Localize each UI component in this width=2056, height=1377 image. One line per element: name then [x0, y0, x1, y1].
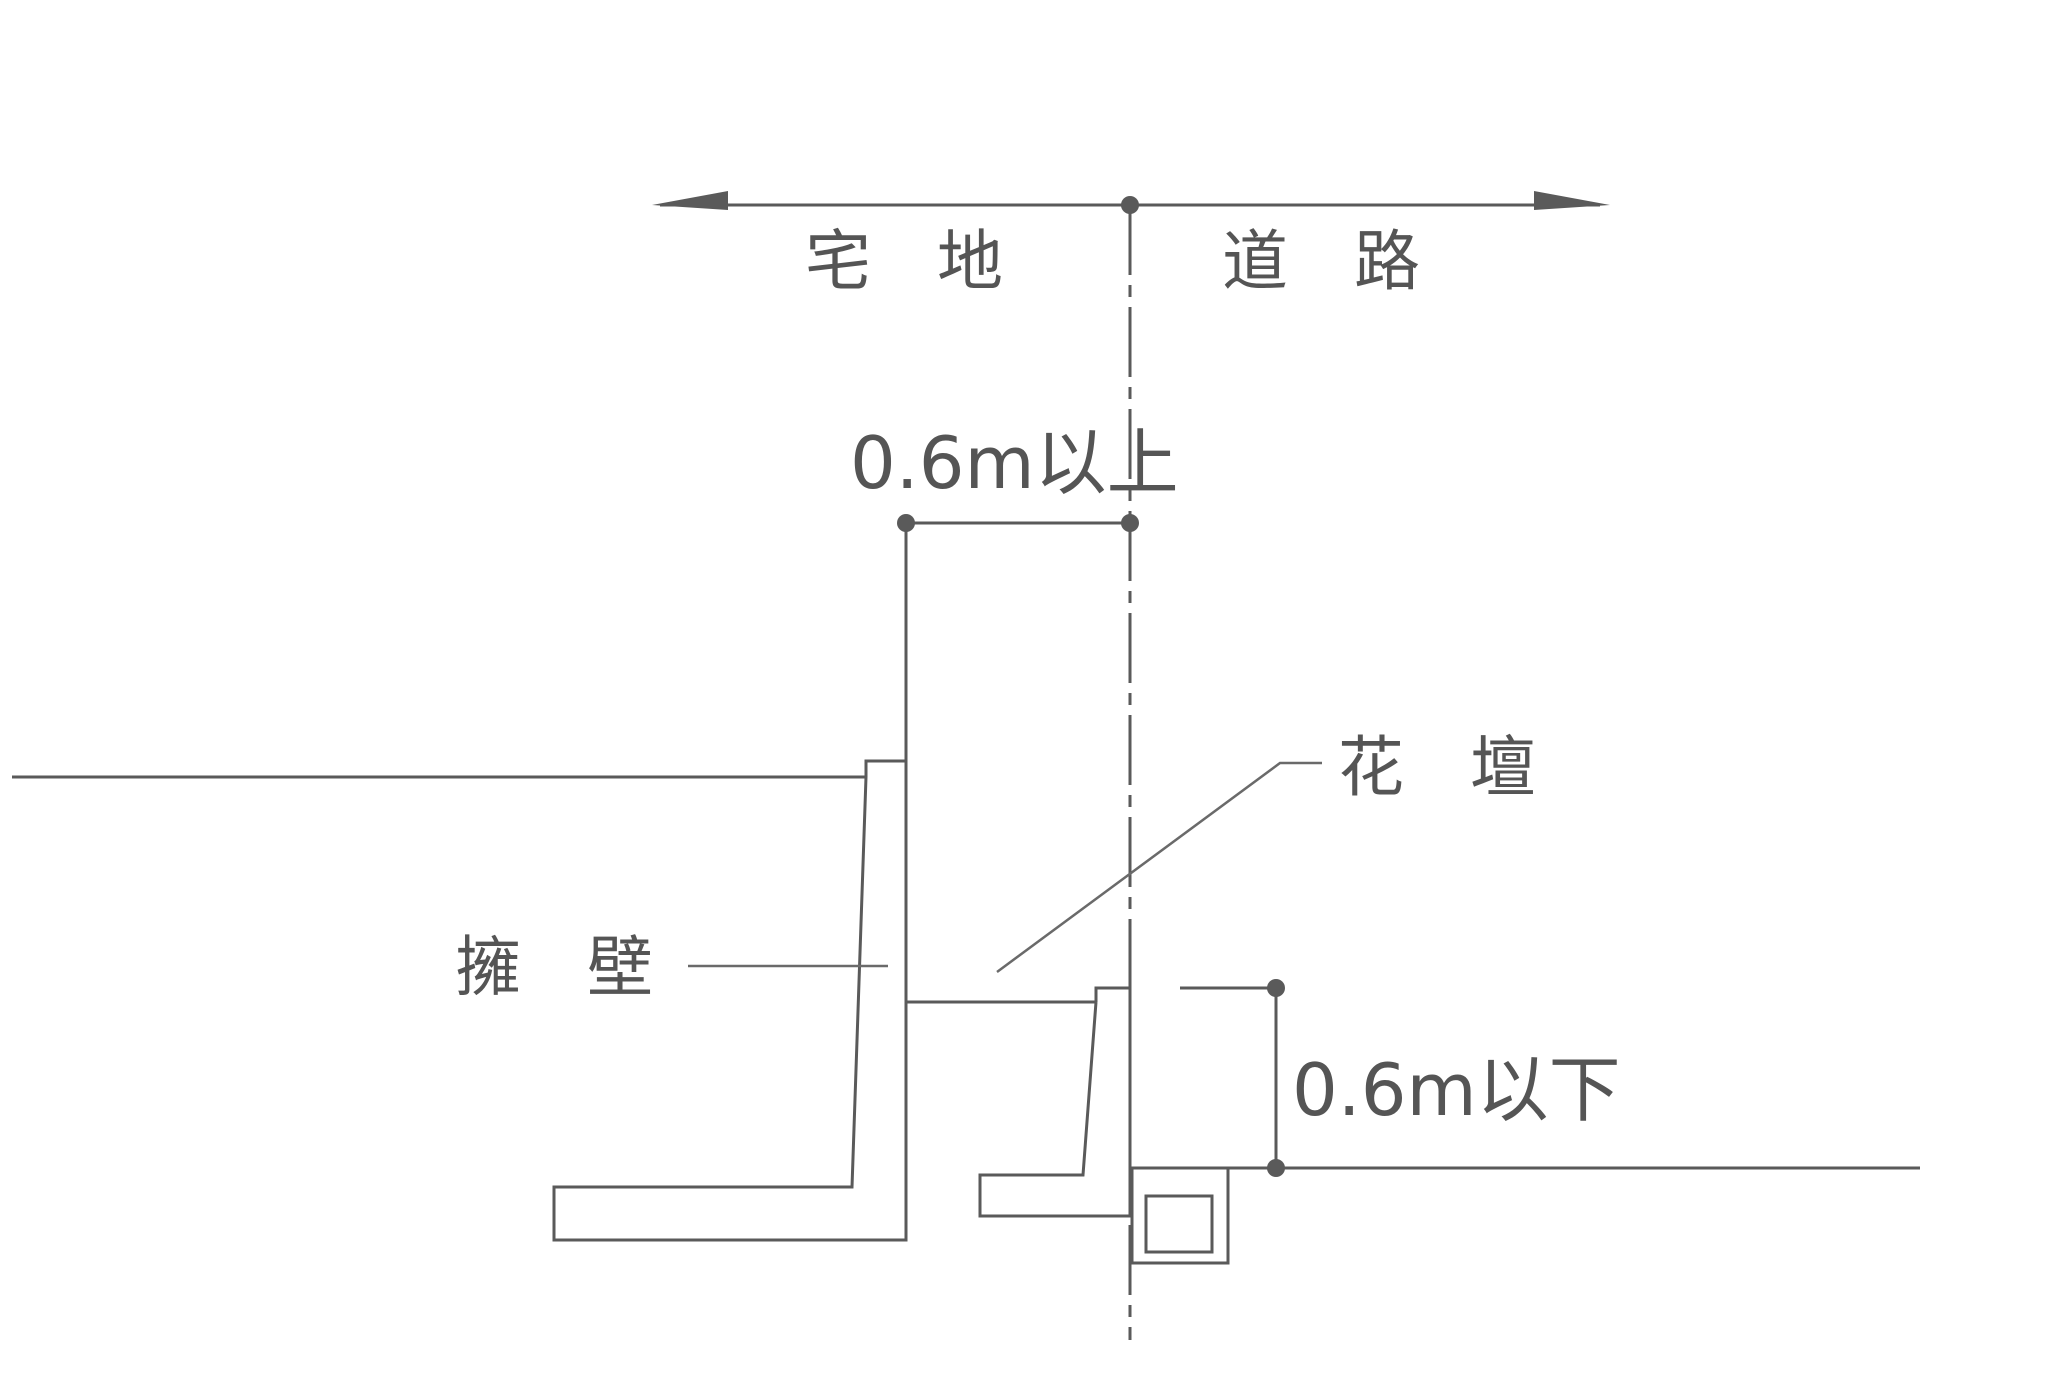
retaining-wall — [12, 523, 908, 1242]
retaining-wall-outline — [552, 759, 908, 1242]
setback-dot-right — [1121, 514, 1139, 532]
gutter — [1130, 1166, 1230, 1265]
label-flower-bed: 花 壇 — [1338, 729, 1536, 806]
label-height-max: 0.6m以下 — [1292, 1048, 1621, 1132]
height-dimension — [1180, 979, 1285, 1177]
height-dot-bottom — [1267, 1159, 1285, 1177]
setback-dimension — [897, 514, 1139, 532]
label-road: 道 路 — [1222, 223, 1420, 300]
flower-bed — [906, 986, 1132, 1218]
gutter-inner — [1144, 1194, 1214, 1254]
flower-bed-wall-outline — [978, 986, 1132, 1218]
arrow-left-icon — [652, 191, 728, 210]
arrow-right-icon — [1534, 191, 1610, 210]
height-dot-top — [1267, 979, 1285, 997]
flower-bed-leader-line — [996, 761, 1322, 974]
label-residential-land: 宅 地 — [805, 223, 1003, 300]
label-setback-min: 0.6m以上 — [850, 421, 1179, 505]
label-retaining-wall: 擁 壁 — [455, 929, 653, 1006]
